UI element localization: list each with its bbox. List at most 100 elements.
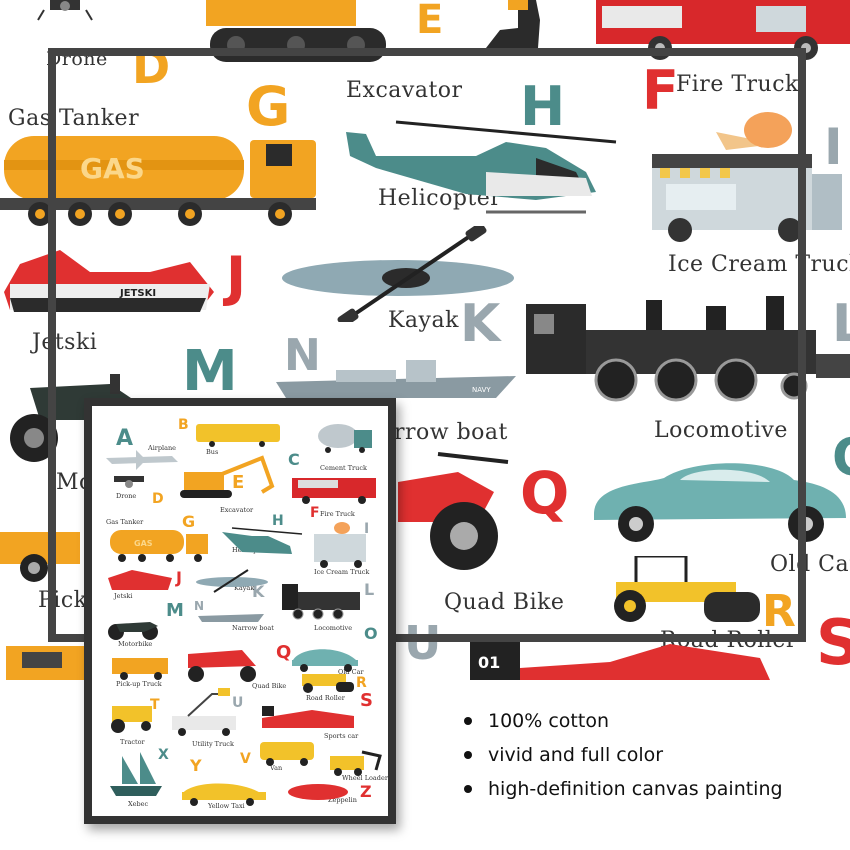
poster-label-fire-truck: Fire Truck xyxy=(320,510,355,518)
poster-letter-g: G xyxy=(182,512,196,531)
label-locomotive: Locomotive xyxy=(654,418,788,443)
bullet-icon xyxy=(464,751,472,759)
letter-e: E xyxy=(416,0,444,43)
poster-label-excavator: Excavator xyxy=(220,506,254,514)
race-car-illustration: 01 xyxy=(470,638,770,680)
poster-label-cement-truck: Cement Truck xyxy=(320,464,367,472)
label-quad-bike: Quad Bike xyxy=(444,590,565,615)
poster-label-drone: Drone xyxy=(116,492,137,500)
label-gas-tanker: Gas Tanker xyxy=(8,106,140,131)
poster-label-zeppelin: Zeppelin xyxy=(328,796,357,804)
letter-l: L xyxy=(832,294,850,354)
poster-letter-z: Z xyxy=(360,782,372,801)
bullet-icon xyxy=(464,717,472,725)
poster-letter-j: J xyxy=(176,568,182,587)
poster-label-gas-tanker: Gas Tanker xyxy=(106,518,144,526)
poster-letter-v: V xyxy=(240,751,251,767)
fire-truck-illustration xyxy=(596,0,850,60)
poster-label-pickup-truck: Pick-up Truck xyxy=(116,680,162,688)
poster-letter-e: E xyxy=(232,472,245,493)
poster-letter-r: R xyxy=(356,675,367,691)
letter-n: N xyxy=(284,330,321,381)
feature-text: 100% cotton xyxy=(488,710,609,732)
poster-label-van: Van xyxy=(270,764,283,772)
excavator-bucket xyxy=(486,0,540,48)
kayak-illustration xyxy=(282,226,514,322)
quad-bike-illustration xyxy=(398,452,509,570)
helicopter-illustration xyxy=(346,120,617,214)
drone-illustration xyxy=(37,0,93,21)
poster-label-road-roller: Road Roller xyxy=(306,694,345,702)
poster-label-airplane: Airplane xyxy=(148,444,177,452)
letter-k: K xyxy=(460,294,501,354)
letter-g: G xyxy=(246,75,291,138)
label-fire-truck: Fire Truck xyxy=(676,72,799,97)
old-car-illustration xyxy=(594,463,846,542)
poster-canvas: A B C D E F G H I J K L M N O Q R S T U … xyxy=(92,406,388,816)
utility-vehicle-partial xyxy=(6,646,84,680)
poster-letter-a: A xyxy=(116,426,134,451)
poster-letter-s: S xyxy=(360,690,373,711)
feature-text: vivid and full color xyxy=(488,744,664,766)
poster-letter-o: O xyxy=(364,624,378,643)
poster-label-old-car: Old Car xyxy=(338,668,364,676)
letter-d: D xyxy=(132,40,171,94)
poster-gas-text: GAS xyxy=(134,539,153,548)
poster-label-utility-truck: Utility Truck xyxy=(192,740,234,748)
feature-item: 100% cotton xyxy=(464,704,824,738)
poster-label-wheel-loader: Wheel Loader xyxy=(342,774,388,782)
poster-label-motorbike: Motorbike xyxy=(118,640,153,648)
feature-item: high-definition canvas painting xyxy=(464,772,824,806)
letter-j: J xyxy=(226,245,247,308)
gas-tanker-text: GAS xyxy=(80,152,145,185)
navy-text: NAVY xyxy=(472,386,491,394)
jetski-illustration: JETSKI xyxy=(4,250,214,312)
feature-text: high-definition canvas painting xyxy=(488,778,783,800)
poster-letter-x: X xyxy=(158,747,169,763)
jetski-text: JETSKI xyxy=(119,288,156,299)
label-jetski: Jetski xyxy=(32,330,98,355)
label-kayak: Kayak xyxy=(388,308,459,333)
pickup-illustration xyxy=(0,532,80,582)
poster-letter-d: D xyxy=(152,491,164,507)
road-roller-illustration xyxy=(614,556,760,622)
poster-letter-t: T xyxy=(150,697,160,713)
poster-letter-c: C xyxy=(288,450,300,469)
label-excavator: Excavator xyxy=(346,78,463,103)
letter-o: O xyxy=(832,432,850,484)
label-narrow-boat: rrow boat xyxy=(394,420,508,445)
poster-letter-i: I xyxy=(364,521,370,537)
poster-letter-f: F xyxy=(310,505,320,521)
feature-item: vivid and full color xyxy=(464,738,824,772)
bullet-icon xyxy=(464,785,472,793)
poster-label-sports-car: Sports car xyxy=(324,732,359,740)
poster-letter-q: Q xyxy=(276,642,292,663)
poster-label-yellow-taxi: Yellow Taxi xyxy=(208,802,245,810)
poster-letter-k: K xyxy=(252,582,265,601)
poster-letter-n: N xyxy=(194,599,205,613)
letter-i: I xyxy=(824,118,843,176)
ice-cream-truck-illustration xyxy=(652,112,842,242)
poster-label-quad-bike: Quad Bike xyxy=(252,682,287,690)
letter-u: U xyxy=(404,616,442,670)
letter-q: Q xyxy=(520,459,570,527)
poster-letter-h: H xyxy=(272,513,284,529)
feature-list: 100% cotton vivid and full color high-de… xyxy=(464,704,824,806)
poster-label-locomotive: Locomotive xyxy=(314,624,353,632)
letter-r: R xyxy=(762,586,796,637)
excavator-illustration xyxy=(206,0,386,62)
race-car-number: 01 xyxy=(478,653,500,672)
poster-label-bus: Bus xyxy=(206,448,219,456)
poster-letter-y: Y xyxy=(190,756,202,775)
poster-label-jetski: Jetski xyxy=(114,592,133,600)
letter-m: M xyxy=(182,339,238,404)
poster-label-ice-cream-truck: Ice Cream Truck xyxy=(314,568,370,576)
locomotive-illustration xyxy=(526,296,850,402)
label-ice-cream-truck: Ice Cream Truck xyxy=(668,252,850,277)
poster-label-tractor: Tractor xyxy=(120,738,145,746)
label-old-car: Old Car xyxy=(770,552,850,577)
poster-letter-b: B xyxy=(178,417,189,433)
poster-letter-l: L xyxy=(364,580,375,599)
label-drone: Drone xyxy=(46,48,108,70)
letter-h: H xyxy=(520,75,566,138)
